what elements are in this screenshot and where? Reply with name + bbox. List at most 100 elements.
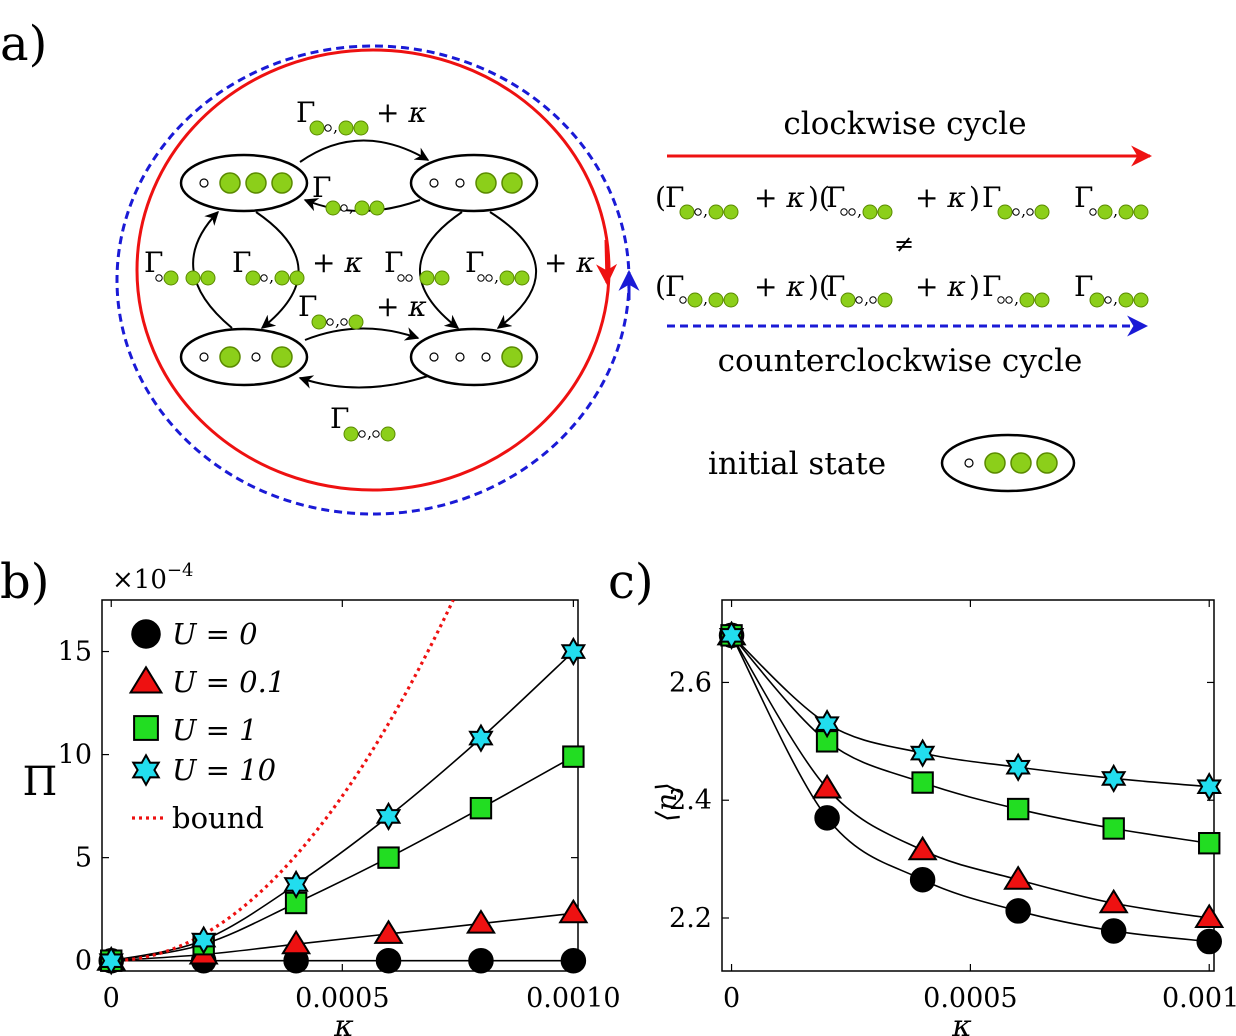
data-point-triangle [373,919,404,944]
sub-empty-dot [869,296,877,304]
gamma-label: Γ [665,181,684,214]
data-point-triangle [281,929,312,955]
gamma-label: Γ [298,290,317,323]
y-tick-label: 2.6 [669,667,712,698]
state-S4 [409,327,539,387]
data-point-star [718,620,745,650]
transition-S4-to-S3 [298,375,429,389]
svg-text:,: , [349,197,354,216]
occupied-site [984,452,1006,474]
sub-filled-dot [840,292,856,308]
data-point-star [131,753,161,787]
sub-empty-dot [372,430,380,438]
sub-filled-dot [514,270,530,286]
empty-site [199,352,209,362]
plus-kappa-label: + κ [915,181,966,214]
gamma-label: Γ [826,270,845,303]
sub-filled-dot [877,292,893,308]
sub-empty-dot [397,274,405,282]
legend-entry-bound: bound [172,801,264,835]
empty-site [455,178,465,188]
data-point-triangle [1003,865,1034,890]
data-point-triangle [465,909,496,934]
sub-filled-dot [1089,292,1105,308]
panel-b-label: b) [0,554,49,610]
svg-text:,: , [1014,289,1019,308]
sub-empty-dot [1104,296,1112,304]
data-point-circle [1196,928,1222,955]
plus-kappa-label: + κ [312,246,363,279]
series-line [111,912,574,962]
y-tick-label: 2.2 [669,903,712,934]
sub-filled-dot [499,270,515,286]
transition-S4-to-S2 [489,211,537,329]
legend-entry-u10: U = 10 [172,753,276,787]
x-axis-label-b: κ [333,1009,354,1036]
x-tick-label: 0.0005 [295,983,389,1014]
sub-filled-dot [185,270,201,286]
gamma-label: Γ [330,402,349,435]
svg-text:,: , [333,117,338,136]
sub-filled-dot [862,204,878,220]
y-axis-label-c: ⟨n⟩ [650,782,683,822]
legend-entry-u01: U = 0.1 [172,665,285,699]
x-tick-label: 0.0005 [923,983,1017,1014]
sub-empty-dot [358,430,366,438]
sub-filled-dot [434,270,450,286]
occupied-site [1036,452,1058,474]
gamma-label: Γ [296,96,315,129]
gamma-label: Γ [826,181,845,214]
x-axis-label-c: κ [951,1009,972,1036]
sub-filled-dot [200,270,216,286]
gamma-label: Γ [665,270,684,303]
svg-text:,: , [1113,201,1118,220]
sub-filled-dot [419,270,435,286]
sub-empty-dot [840,208,848,216]
sub-empty-dot [1012,208,1020,216]
svg-text:)(: )( [808,270,830,303]
x-tick-label: 0 [723,983,740,1014]
series-markers [716,620,1225,955]
y-tick-label: 15 [58,637,92,668]
sub-filled-dot [1034,204,1050,220]
data-point-square [1102,817,1125,840]
counterclockwise-cycle-label: counterclockwise cycle [718,343,1083,379]
transition-S1-to-S3 [255,211,300,329]
gamma-label: Γ [232,246,251,279]
sub-filled-dot [353,120,369,136]
occupied-site [1010,452,1032,474]
data-point-star [375,801,402,832]
svg-text:): ) [969,181,980,214]
data-point-star [468,723,494,753]
plot-c-frame [721,599,1215,972]
empty-site [481,352,491,362]
series-line [111,755,574,962]
occupied-site [219,346,241,368]
occupied-site [271,172,293,194]
data-point-circle [1100,918,1127,944]
plus-kappa-label: + κ [754,270,805,303]
empty-site [429,352,439,362]
svg-text:,: , [335,311,340,330]
sub-empty-dot [997,296,1005,304]
data-point-circle [560,947,587,974]
sub-filled-dot [380,426,396,442]
gamma-subscripts: ,,,,,,,,,,,,,, [155,117,1149,442]
cw-product-expression: ( Γ + κ )( Γ + κ ) Γ Γ [655,181,1093,214]
gamma-label: Γ [384,246,403,279]
data-point-circle [814,805,840,831]
data-point-square [133,715,159,741]
data-point-triangle [907,835,938,861]
not-equal-symbol: ≠ [894,230,914,258]
sub-filled-dot [311,314,327,330]
sub-empty-dot [155,274,163,282]
svg-text:,: , [864,289,869,308]
gamma-label: Γ [1074,270,1093,303]
legend-b: U = 0 U = 0.1 U = 1 U = 10 bound [128,617,285,835]
sub-empty-dot [855,296,863,304]
y-tick-label: 10 [58,740,92,771]
data-point-triangle [812,773,843,799]
empty-site [429,178,439,188]
x-tick-label: 0.0010 [526,983,620,1014]
sub-filled-dot [348,314,364,330]
